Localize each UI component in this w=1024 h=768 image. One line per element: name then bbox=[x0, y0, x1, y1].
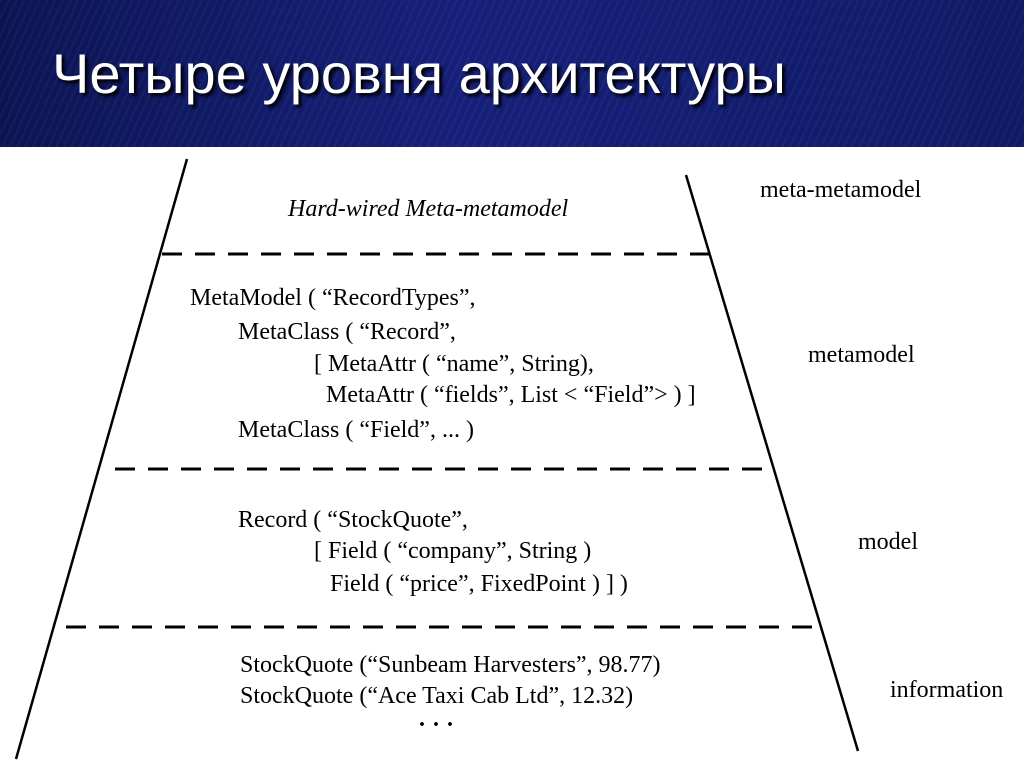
metamodel-line-5: MetaClass ( “Field”, ... ) bbox=[238, 417, 474, 443]
metamodel-line-2: MetaClass ( “Record”, bbox=[238, 319, 456, 345]
level-label-model: model bbox=[858, 529, 918, 555]
level-label-metamodel: metamodel bbox=[808, 342, 915, 368]
information-line-1: StockQuote (“Sunbeam Harvesters”, 98.77) bbox=[240, 652, 661, 678]
level-label-information: information bbox=[890, 677, 1004, 703]
information-ellipsis: · · · bbox=[418, 712, 455, 738]
metamodel-line-1: MetaModel ( “RecordTypes”, bbox=[190, 285, 476, 311]
trapezoid-outline bbox=[14, 158, 860, 760]
trapezoid-left-edge bbox=[14, 158, 189, 760]
metamodel-line-3: [ MetaAttr ( “name”, String), bbox=[314, 351, 594, 377]
meta-metamodel-line-1: Hard-wired Meta-metamodel bbox=[288, 196, 569, 222]
metamodel-line-4: MetaAttr ( “fields”, List < “Field”> ) ] bbox=[326, 382, 696, 408]
model-line-3: Field ( “price”, FixedPoint ) ] ) bbox=[330, 571, 628, 597]
model-line-1: Record ( “StockQuote”, bbox=[238, 507, 468, 533]
model-line-2: [ Field ( “company”, String ) bbox=[314, 538, 592, 564]
level-label-meta-metamodel: meta-metamodel bbox=[760, 177, 922, 203]
slide-title: Четыре уровня архитектуры bbox=[52, 42, 786, 105]
slide-header: Четыре уровня архитектуры bbox=[0, 0, 1024, 147]
information-line-2: StockQuote (“Ace Taxi Cab Ltd”, 12.32) bbox=[240, 683, 634, 709]
trapezoid-right-edge bbox=[684, 174, 860, 752]
architecture-diagram: Hard-wired Meta-metamodel meta-metamodel… bbox=[0, 147, 1024, 768]
